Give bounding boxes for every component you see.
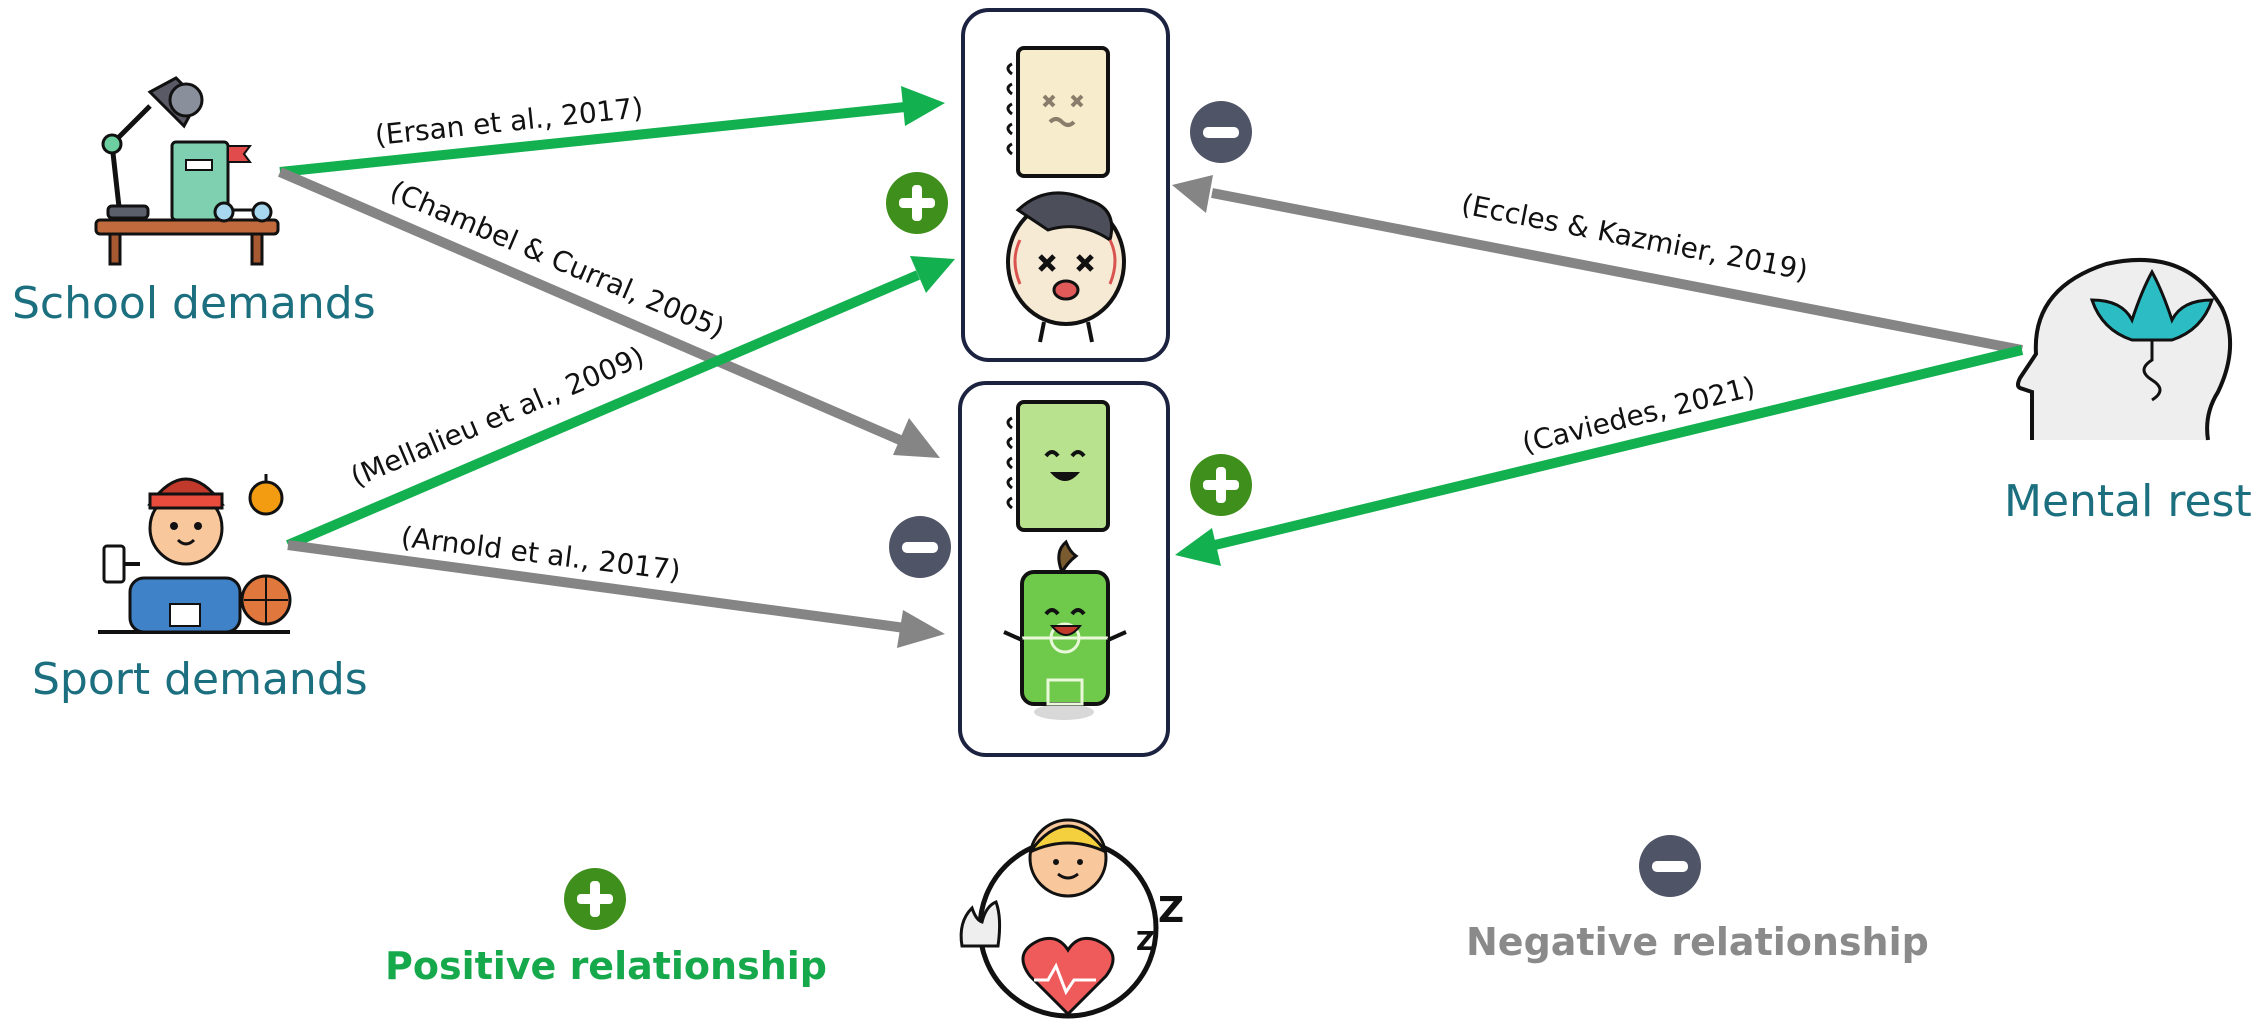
plus-sign-icon bbox=[886, 172, 948, 234]
wellbeing-cycle-icon: Z Z bbox=[959, 818, 1184, 1019]
arrowhead bbox=[893, 418, 940, 458]
arrowhead bbox=[1175, 528, 1221, 566]
arrowhead bbox=[901, 86, 945, 126]
legend-plus-icon bbox=[564, 868, 626, 930]
mental-rest-label: Mental rest bbox=[2004, 476, 2252, 527]
arrows bbox=[278, 86, 2024, 648]
svg-text:Z: Z bbox=[1136, 927, 1155, 957]
sport-demands-label: Sport demands bbox=[32, 654, 368, 705]
legend-negative-label: Negative relationship bbox=[1466, 920, 1929, 964]
negative-outcome-box bbox=[961, 8, 1170, 362]
positive-outcome-box bbox=[958, 381, 1170, 757]
plus-sign-icon bbox=[1190, 454, 1252, 516]
head-lotus-icon bbox=[2016, 258, 2232, 441]
athlete-icon bbox=[98, 474, 292, 634]
svg-text:Z: Z bbox=[1158, 890, 1184, 931]
citation-chambel: (Chambel & Curral, 2005) bbox=[385, 174, 729, 345]
minus-sign-icon bbox=[1190, 101, 1252, 163]
happy-notebook-icon bbox=[1006, 400, 1110, 532]
arrowhead bbox=[1172, 175, 1213, 213]
arrow-sport-to-burnout bbox=[286, 270, 920, 550]
minus-sign-icon bbox=[889, 516, 951, 578]
desk-lamp-books-icon bbox=[94, 76, 280, 266]
arrow-mental-to-engagement bbox=[1213, 345, 2024, 550]
happy-field-icon bbox=[1003, 539, 1127, 720]
legend-minus-icon bbox=[1639, 835, 1701, 897]
arrow-mental-to-burnout bbox=[1211, 188, 2023, 355]
school-demands-label: School demands bbox=[12, 278, 376, 329]
sign-badges bbox=[886, 101, 1252, 578]
arrow-school-to-burnout bbox=[279, 102, 906, 177]
sad-notebook-icon bbox=[1006, 46, 1110, 178]
arrow-school-to-engagement bbox=[278, 167, 902, 445]
arrow-sport-to-engagement bbox=[287, 540, 906, 633]
sad-ball-icon bbox=[1006, 191, 1126, 343]
arrowhead bbox=[910, 256, 955, 293]
citation-mellalieu: (Mellalieu et al., 2009) bbox=[346, 340, 649, 494]
legend-positive-label: Positive relationship bbox=[385, 944, 827, 988]
arrowhead bbox=[897, 610, 945, 648]
